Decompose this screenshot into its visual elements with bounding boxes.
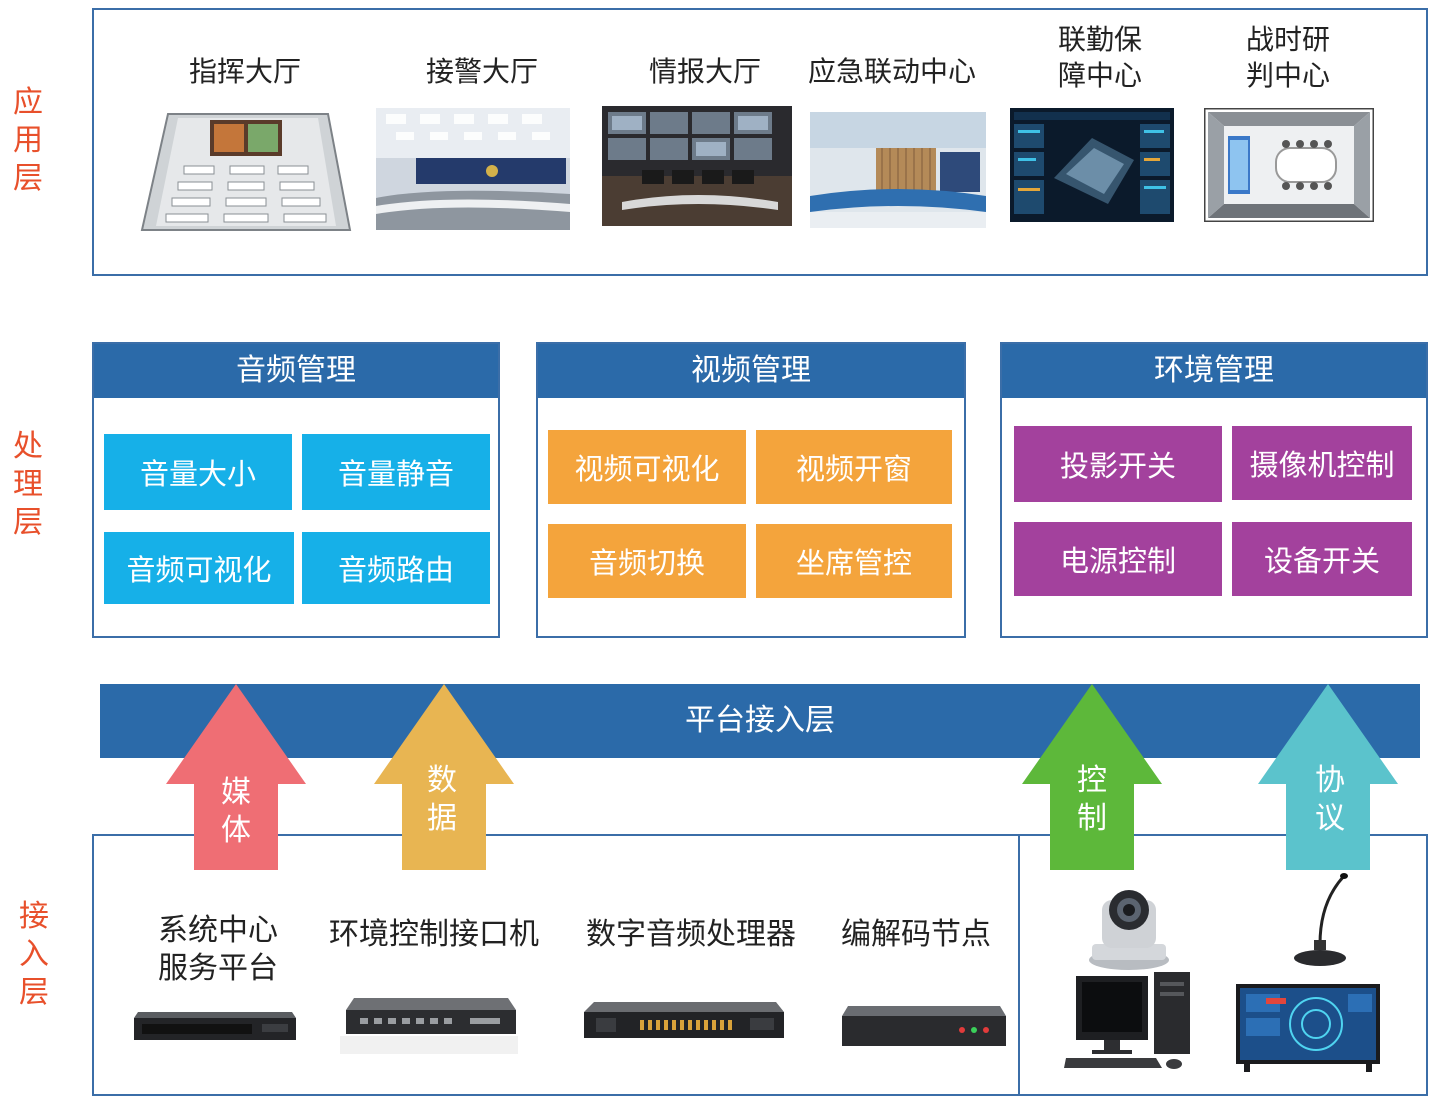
control-arrow-label: 控 制 [1077,763,1107,836]
media-arrow-label: 媒 体 [221,775,251,848]
device-title-audio-processor: 数字音频处理器 [586,917,796,952]
access-layer-divider [1018,834,1020,1096]
server-device-image [134,1012,296,1040]
intel-hall-image [602,106,792,226]
media-arrow [166,684,306,870]
audio-cell-mute[interactable]: 音量静音 [302,434,490,510]
layer-label-application: 应 用 层 [13,85,43,196]
video-management-title: 视频管理 [538,344,964,398]
video-cell-windowing[interactable]: 视频开窗 [756,430,952,504]
audio-cell-volume[interactable]: 音量大小 [104,434,292,510]
device-title-system-center: 系统中心 服务平台 [158,913,278,986]
app-title-wartime-center: 战时研 判中心 [1245,23,1330,92]
device-title-codec-node: 编解码节点 [841,917,991,952]
control-arrow [1022,684,1162,870]
data-arrow-label: 数 据 [427,763,457,836]
audio-cell-routing[interactable]: 音频路由 [302,532,490,604]
app-title-support-center: 联勤保 障中心 [1057,23,1142,92]
audio-management-title: 音频管理 [94,344,498,398]
microphone-icon [1294,873,1348,966]
video-cell-audio-switch[interactable]: 音频切换 [548,524,746,598]
environment-management-title: 环境管理 [1002,344,1426,398]
app-title-emergency-center: 应急联动中心 [807,55,976,88]
video-cell-visualization[interactable]: 视频可视化 [548,430,746,504]
data-arrow [374,684,514,870]
layer-label-access: 接 入 层 [19,899,49,1010]
video-cell-seat-control[interactable]: 坐席管控 [756,524,952,598]
ptz-camera-icon [1089,890,1169,970]
codec-node-device-image [842,1006,1006,1046]
audio-processor-device-image [584,1002,784,1038]
protocol-arrow [1258,684,1398,870]
desktop-computer-icon [1064,972,1190,1069]
env-cell-power-control[interactable]: 电源控制 [1014,522,1222,596]
emergency-center-image [810,112,986,228]
env-cell-device-switch[interactable]: 设备开关 [1232,522,1412,596]
access-layer-box [92,834,1428,1096]
device-title-env-interface: 环境控制接口机 [329,917,539,952]
app-title-command-hall: 指挥大厅 [188,55,301,88]
alarm-hall-image [376,108,570,230]
platform-access-layer-bar: 平台接入层 [100,684,1420,758]
protocol-arrow-label: 协 议 [1315,763,1345,836]
support-center-image [1010,108,1174,222]
env-cell-camera-control[interactable]: 摄像机控制 [1232,426,1412,500]
layer-label-processing: 处 理 层 [13,429,43,540]
app-title-alarm-hall: 接警大厅 [425,55,538,88]
display-screen-icon [1236,984,1380,1072]
app-title-intel-hall: 情报大厅 [648,55,761,88]
env-cell-projector-switch[interactable]: 投影开关 [1014,426,1222,502]
audio-cell-visualization[interactable]: 音频可视化 [104,532,294,604]
env-interface-device-image [340,998,518,1054]
command-hall-image [138,110,354,234]
wartime-center-image [1204,108,1374,222]
